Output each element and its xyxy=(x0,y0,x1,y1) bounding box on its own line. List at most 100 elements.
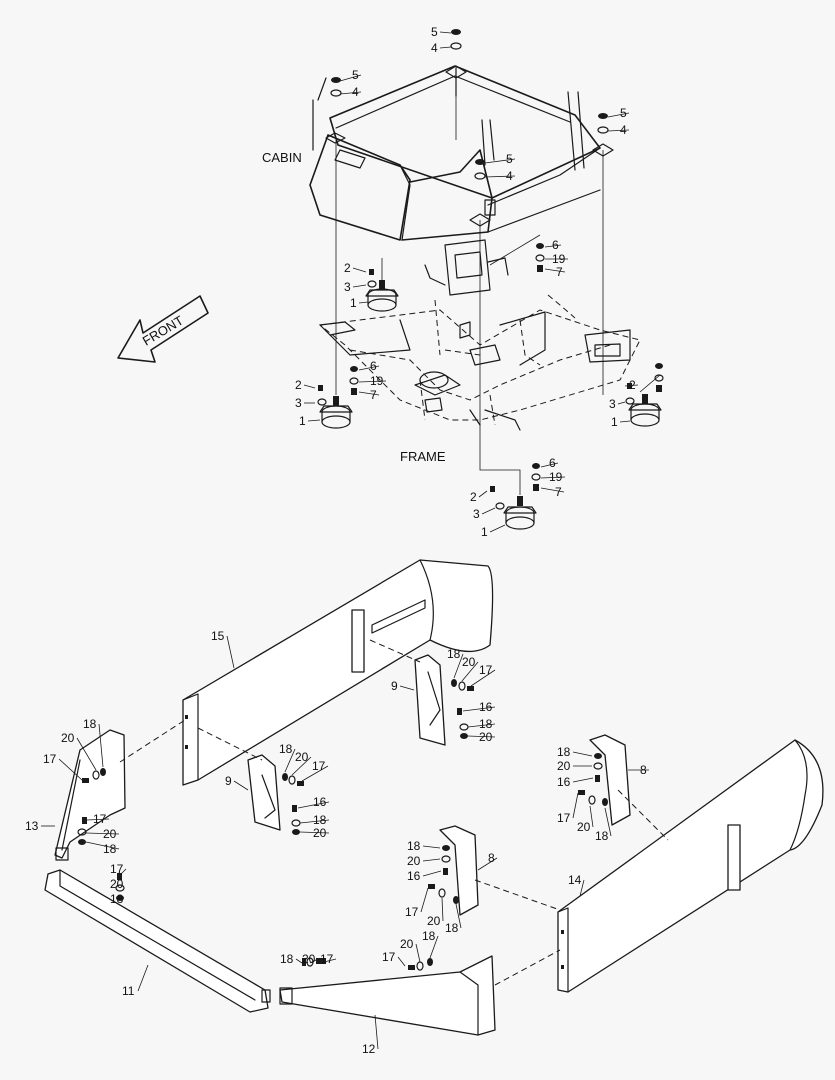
callout-17: 17 xyxy=(405,905,419,919)
hardware-bits-bottom xyxy=(77,679,608,971)
callout-7: 7 xyxy=(555,485,562,499)
callout-16: 16 xyxy=(407,869,421,883)
callout-6: 6 xyxy=(552,238,559,252)
callout-17: 17 xyxy=(110,862,124,876)
callout-20: 20 xyxy=(407,854,421,868)
callout-leader xyxy=(607,129,630,132)
callout-leader xyxy=(481,507,496,515)
callout-2: 2 xyxy=(470,490,477,504)
callout-2: 2 xyxy=(295,378,302,392)
callout-leader xyxy=(226,635,235,669)
callout-20: 20 xyxy=(462,655,476,669)
callout-1: 1 xyxy=(481,525,488,539)
callout-leader xyxy=(352,267,367,273)
callout-leader xyxy=(358,365,380,371)
assembly-leaders xyxy=(335,72,661,495)
callout-17: 17 xyxy=(43,752,57,766)
callout-18: 18 xyxy=(83,717,97,731)
callout-18: 18 xyxy=(407,839,421,853)
callout-4: 4 xyxy=(431,41,438,55)
callout-leader xyxy=(339,91,362,95)
bracket-8-middle xyxy=(439,825,479,916)
callout-leader xyxy=(58,758,83,781)
callout-1: 1 xyxy=(611,415,618,429)
callout-17: 17 xyxy=(93,812,107,826)
callout-leader xyxy=(303,384,316,389)
callout-leader xyxy=(415,943,421,963)
callout-17: 17 xyxy=(382,950,396,964)
callout-leader xyxy=(484,158,516,164)
callout-leader xyxy=(461,661,479,682)
callout-leader xyxy=(467,723,496,728)
callout-leader xyxy=(462,706,496,712)
callout-6: 6 xyxy=(370,359,377,373)
frame-label: FRAME xyxy=(400,449,446,464)
callout-18: 18 xyxy=(103,842,117,856)
callout-3: 3 xyxy=(295,396,302,410)
rubber-mount-1a xyxy=(365,280,399,312)
callout-11: 11 xyxy=(122,984,135,998)
callout-1: 1 xyxy=(350,296,357,310)
callout-leader xyxy=(484,175,516,178)
callout-leader xyxy=(399,685,415,691)
callout-leader xyxy=(85,832,120,835)
callout-leader xyxy=(422,845,441,849)
callout-leader xyxy=(478,490,488,498)
callout-18: 18 xyxy=(279,742,293,756)
callout-leaders xyxy=(41,31,649,1050)
callout-18: 18 xyxy=(313,813,327,827)
callout-leader xyxy=(291,756,312,776)
callout-leader xyxy=(284,748,296,773)
callout-leader xyxy=(470,669,496,687)
callout-6: 6 xyxy=(549,456,556,470)
callout-leader xyxy=(540,462,559,468)
callout-3: 3 xyxy=(344,280,351,294)
callout-leader xyxy=(540,476,566,479)
callout-leader xyxy=(98,723,104,768)
callout-leader xyxy=(299,831,330,834)
callout-3: 3 xyxy=(473,507,480,521)
callout-leader xyxy=(358,391,380,396)
callout-leader xyxy=(422,858,441,862)
callout-leader xyxy=(307,419,321,422)
callout-18: 18 xyxy=(110,892,124,906)
callout-leader xyxy=(489,524,506,533)
callout-9: 9 xyxy=(225,774,232,788)
cabin-outline xyxy=(309,65,614,241)
rubber-mount-1b xyxy=(319,396,353,429)
callout-13: 13 xyxy=(25,819,39,833)
callout-18: 18 xyxy=(422,929,436,943)
bracket-9-lower xyxy=(247,754,281,831)
callout-leader xyxy=(477,857,498,871)
callout-2: 2 xyxy=(344,261,351,275)
callout-leader xyxy=(319,958,337,964)
callout-leader xyxy=(607,112,630,118)
callout-18: 18 xyxy=(557,745,571,759)
callout-18: 18 xyxy=(445,921,459,935)
callout-leader xyxy=(572,792,579,819)
front-arrow xyxy=(117,295,209,363)
rubber-mount-1c xyxy=(628,394,662,427)
callout-leader xyxy=(309,958,319,964)
callout-14: 14 xyxy=(568,873,582,887)
callout-9: 9 xyxy=(391,679,398,693)
callout-5: 5 xyxy=(431,25,438,39)
callout-1: 1 xyxy=(299,414,306,428)
callout-leader xyxy=(604,807,612,837)
callout-20: 20 xyxy=(110,877,124,891)
callout-leader xyxy=(358,301,369,304)
callout-17: 17 xyxy=(320,952,334,966)
callout-leader xyxy=(439,31,452,34)
callout-8: 8 xyxy=(488,851,495,865)
bracket-9-upper xyxy=(414,654,446,746)
callout-leader xyxy=(540,487,565,493)
callout-7: 7 xyxy=(556,265,563,279)
callout-leader xyxy=(118,868,127,877)
callout-leader xyxy=(233,780,249,791)
callout-7: 7 xyxy=(370,388,377,402)
callout-18: 18 xyxy=(595,829,609,843)
callout-leader xyxy=(295,958,303,964)
callout-20: 20 xyxy=(557,759,571,773)
